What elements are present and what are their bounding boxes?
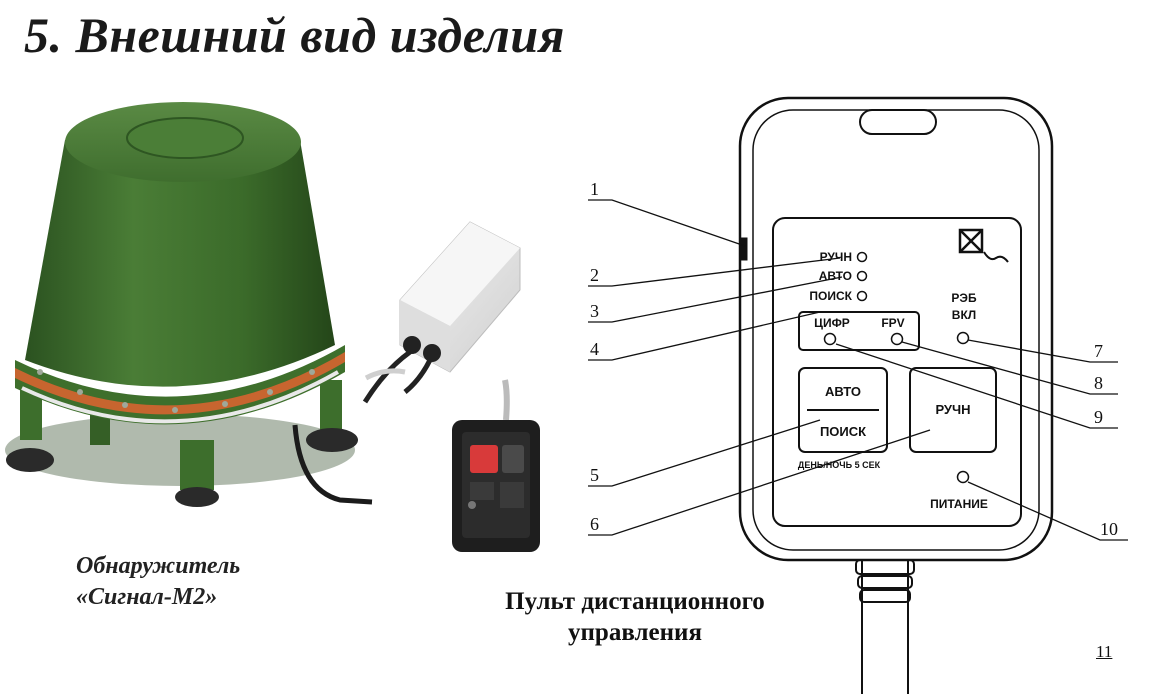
power-label: ПИТАНИЕ xyxy=(930,497,988,511)
remote-photo-illustration xyxy=(452,379,540,552)
remote-control-diagram xyxy=(588,96,1128,694)
detector-caption-line2: «Сигнал-М2» xyxy=(76,584,218,610)
led-label-manual: РУЧН xyxy=(820,250,852,264)
remote-caption-line1: Пульт дистанционного xyxy=(505,588,765,615)
detector-caption: Обнаружитель «Сигнал-М2» xyxy=(76,551,240,613)
page-title: 5. Внешний вид изделия xyxy=(24,7,565,63)
day-night-label: ДЕНЬ/НОЧЬ 5 СЕК xyxy=(798,460,881,470)
remote-caption-line2: управления xyxy=(568,619,702,646)
remote-caption: Пульт дистанционного управления xyxy=(470,586,800,648)
callout-number: 3 xyxy=(590,301,599,321)
callout-number: 2 xyxy=(590,265,599,285)
button-search-label: ПОИСК xyxy=(820,424,866,439)
callout-number: 5 xyxy=(590,465,599,485)
callout-number: 8 xyxy=(1094,373,1103,393)
callout-number: 9 xyxy=(1094,407,1103,427)
fpv-label: FPV xyxy=(881,316,904,330)
callout-number: 6 xyxy=(590,514,599,534)
detector-illustration xyxy=(5,102,373,507)
reb-label-line2: ВКЛ xyxy=(952,308,976,322)
callout-number: 10 xyxy=(1100,519,1118,539)
junction-box-illustration xyxy=(362,221,521,404)
button-auto-label: АВТО xyxy=(825,384,861,399)
button-manual-label: РУЧН xyxy=(935,402,970,417)
digital-label: ЦИФР xyxy=(814,316,850,330)
led-label-auto: АВТО xyxy=(819,269,852,283)
callout-number: 4 xyxy=(590,339,599,359)
reb-label-line1: РЭБ xyxy=(951,291,977,305)
led-label-search: ПОИСК xyxy=(809,289,852,303)
callout-number: 1 xyxy=(590,179,599,199)
crossed-box-icon xyxy=(958,228,1009,263)
detector-caption-line1: Обнаружитель xyxy=(76,553,241,579)
page-number: 11 xyxy=(1096,642,1113,661)
callout-number: 7 xyxy=(1094,341,1103,361)
